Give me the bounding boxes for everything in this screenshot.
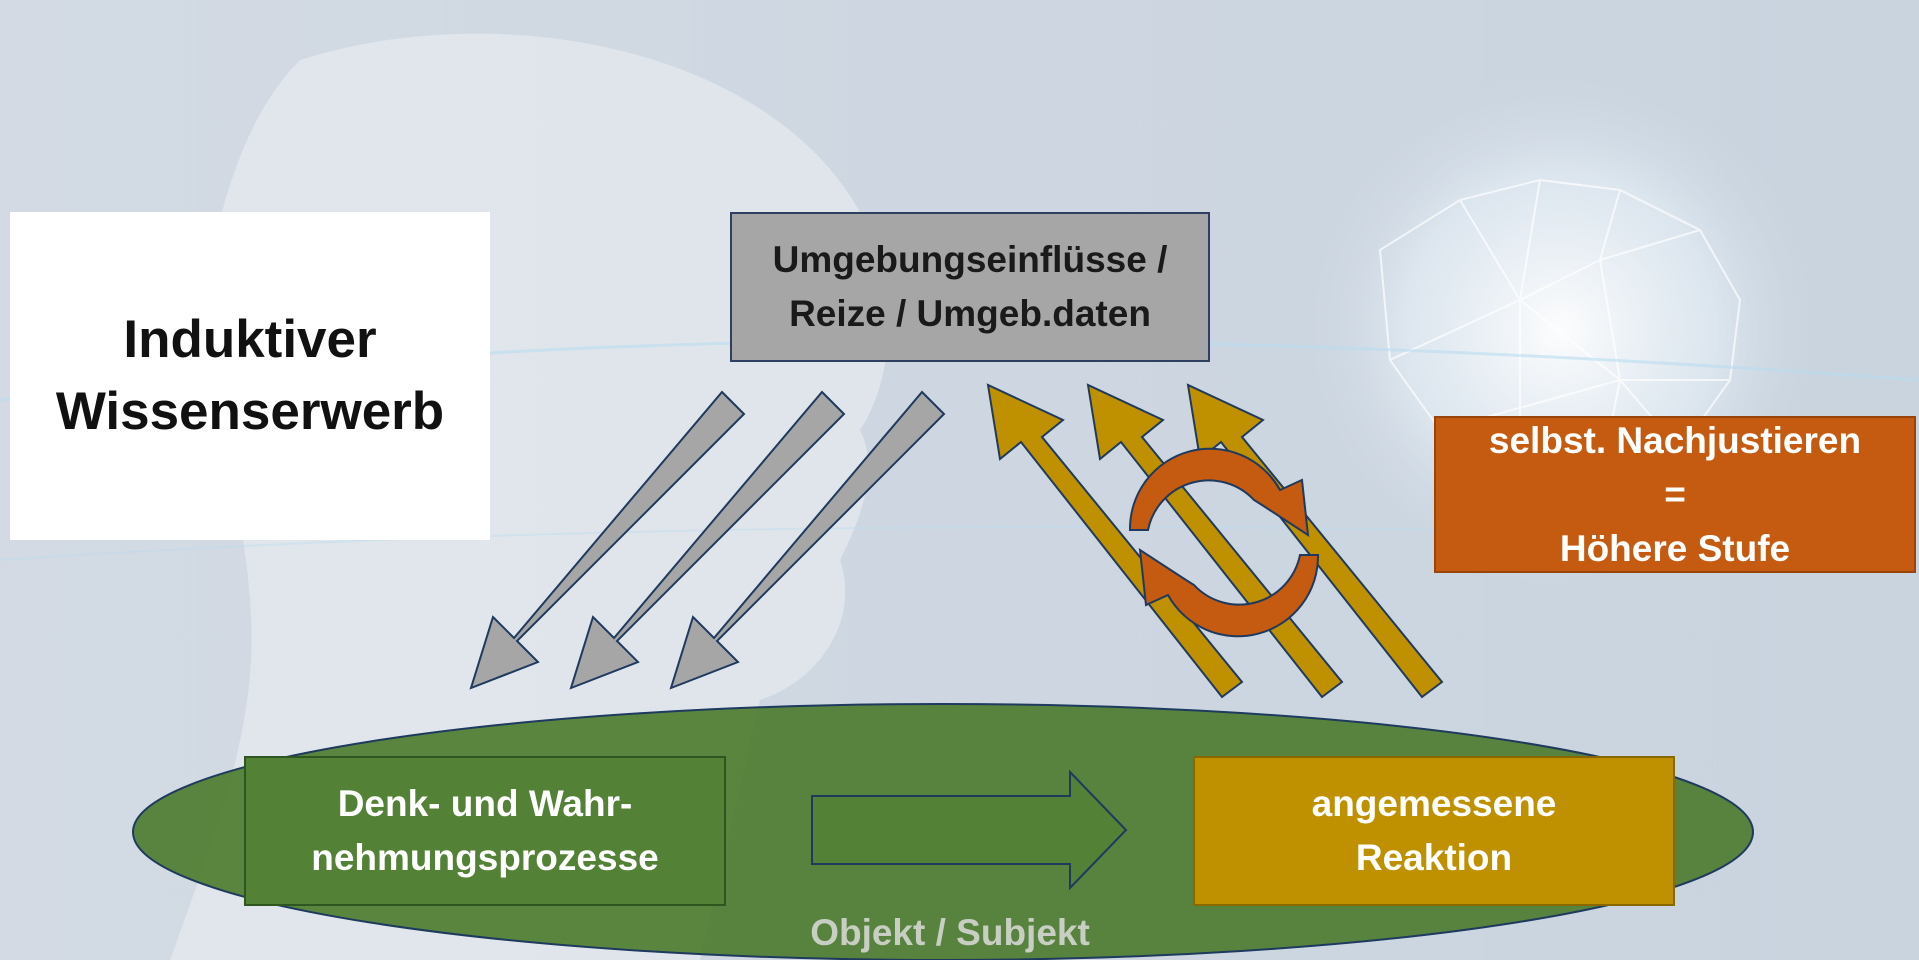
gray-arrow-3 (669, 390, 946, 690)
gold-arrow-1 (986, 383, 1244, 699)
adjustment-line-2: = (1664, 473, 1686, 515)
reaction-box: angemessene Reaktion (1193, 756, 1675, 906)
scope-label: Objekt / Subjekt (810, 912, 1090, 953)
title-line-1: Induktiver (123, 310, 377, 369)
title-line-2: Wissenserwerb (55, 382, 445, 441)
adjustment-line-3: Höhere Stufe (1559, 527, 1791, 569)
reaction-line-1: angemessene (1311, 783, 1557, 824)
process-arrow (811, 769, 1128, 891)
thinking-line-2: nehmungsprozesse (311, 837, 659, 878)
gray-arrow-2 (569, 390, 846, 690)
thinking-box: Denk- und Wahr- nehmungsprozesse (244, 756, 726, 906)
reaction-line-2: Reaktion (1355, 837, 1513, 878)
adjustment-line-1: selbst. Nachjustieren (1488, 419, 1862, 461)
gray-arrow-1 (469, 390, 746, 690)
adjustment-box: selbst. Nachjustieren = Höhere Stufe (1434, 416, 1916, 573)
cycle-icon (1128, 447, 1320, 638)
environment-line-2: Reize / Umgeb.daten (789, 293, 1151, 334)
environment-line-1: Umgebungseinflüsse / (772, 239, 1168, 280)
environment-box: Umgebungseinflüsse / Reize / Umgeb.daten (730, 212, 1210, 362)
thinking-line-1: Denk- und Wahr- (337, 783, 633, 824)
input-arrows (469, 390, 946, 690)
title-box: Induktiver Wissenserwerb (10, 212, 490, 540)
